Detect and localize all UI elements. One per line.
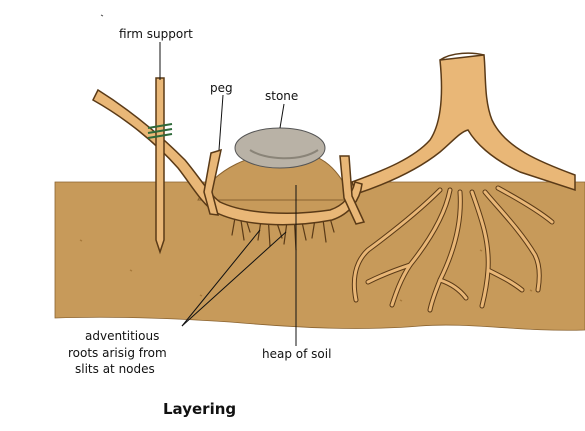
pointer-lines [159,42,297,346]
label-adventitious-3: slits at nodes [75,362,155,376]
soil-ground [54,181,585,331]
peg-right [339,155,366,225]
stray-mark [100,14,104,17]
soil-texture [79,239,533,302]
stone [234,127,326,169]
label-adventitious-2: roots arisig from [68,346,167,360]
stone-shading [249,149,319,160]
layered-branch [92,88,363,226]
diagram-title: Layering [163,400,236,418]
label-stone: stone [265,89,298,103]
trunk-top-cut [439,52,485,61]
label-peg: peg [210,81,233,95]
parent-plant-trunk [351,54,576,195]
pegs [203,148,366,225]
label-firm-support: firm support [119,27,193,41]
peg-left [203,148,222,216]
label-adventitious-1: adventitious [85,329,159,343]
tie [147,123,173,139]
label-heap-of-soil: heap of soil [262,347,331,361]
parent-plant-roots [351,185,555,313]
firm-support-stick [155,77,165,255]
